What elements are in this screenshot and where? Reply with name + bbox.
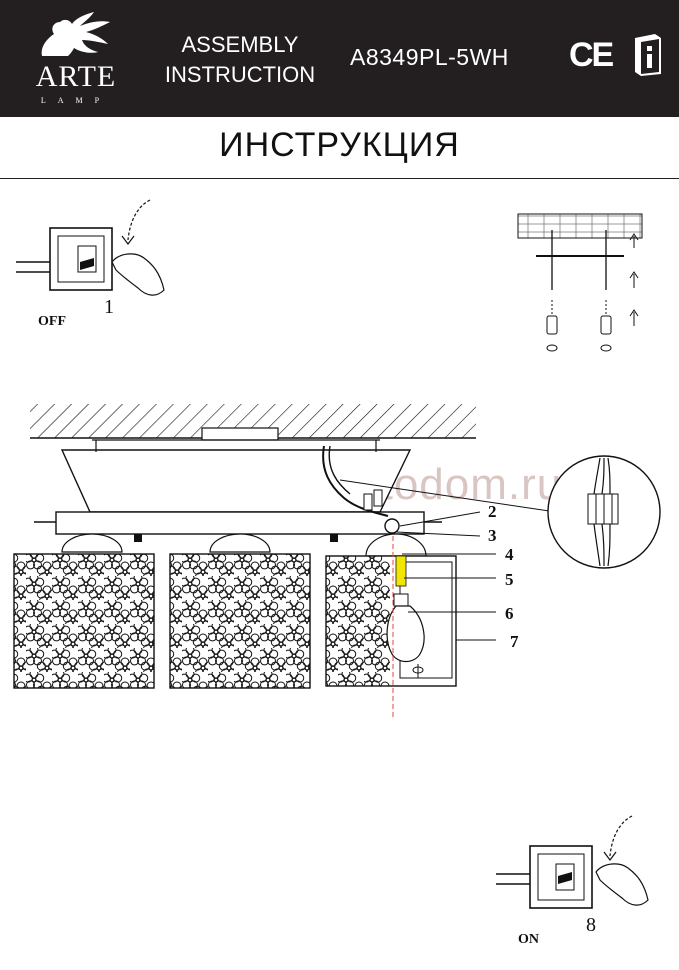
ce-mark: CE: [569, 36, 614, 74]
switch-off-label: OFF: [38, 314, 66, 329]
callout-2: 2: [488, 502, 497, 521]
assembly-line-2: INSTRUCTION: [164, 62, 316, 87]
header-band: ARTE LAMP ASSEMBLY INSTRUCTION A8349PL-5…: [0, 0, 679, 117]
assembly-line-1: ASSEMBLY: [181, 32, 299, 57]
brand-subtitle: LAMP: [40, 96, 112, 105]
bulb-assembly: [386, 536, 425, 720]
brand-name: ARTE: [35, 60, 117, 93]
step-1-number: 1: [104, 296, 114, 318]
title-divider: [0, 178, 679, 179]
page-title: ИНСТРУКЦИЯ: [219, 126, 460, 164]
griffin-logo-icon: [41, 12, 110, 56]
callout-6: 6: [505, 604, 514, 623]
callout-leaders: [395, 511, 496, 641]
callout-3: 3: [488, 526, 497, 545]
switch-on-illustration: [496, 815, 649, 909]
shade-middle: [169, 553, 311, 689]
assembly-instruction-label: ASSEMBLY INSTRUCTION: [150, 30, 330, 90]
callout-7: 7: [510, 632, 519, 651]
terminal-block-detail: [547, 455, 661, 569]
ceiling-mount-detail: [517, 213, 643, 352]
step-8-number: 8: [586, 914, 596, 936]
book-info-icon: [635, 34, 661, 76]
callout-5: 5: [505, 570, 514, 589]
model-number: A8349PL-5WH: [350, 44, 509, 70]
shade-left: [13, 553, 155, 689]
ceiling: [30, 404, 476, 441]
switch-off-illustration: [16, 199, 165, 296]
switch-on-label: ON: [518, 932, 539, 947]
callout-4: 4: [505, 545, 514, 564]
wiring: [322, 445, 557, 534]
